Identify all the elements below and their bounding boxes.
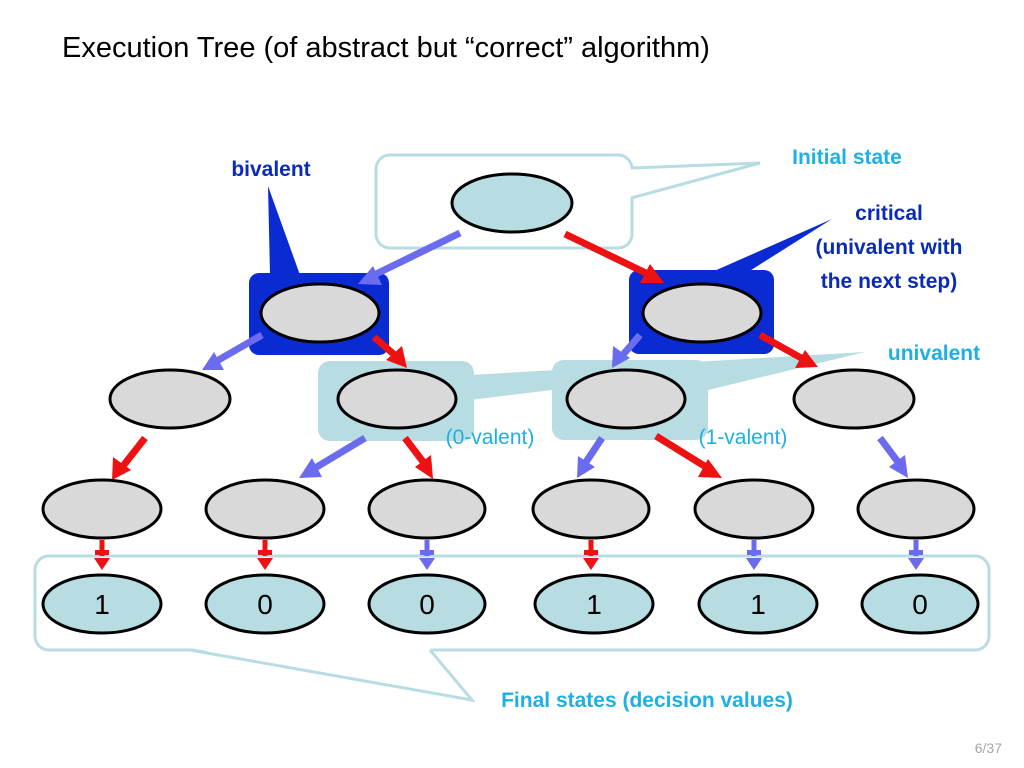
tree-node bbox=[531, 478, 651, 540]
page-number: 6/37 bbox=[974, 740, 1002, 756]
tree-node bbox=[856, 478, 976, 540]
leaf-node bbox=[533, 573, 655, 635]
edge-blue bbox=[583, 436, 605, 464]
diagram-labels: Initial state bivalent critical (univale… bbox=[231, 146, 980, 712]
short-edge-blue bbox=[908, 540, 924, 570]
tree-node bbox=[367, 478, 487, 540]
arrowhead-red bbox=[112, 457, 131, 480]
final-state-leaves: 1 0 0 1 1 0 bbox=[41, 573, 980, 635]
slide-title: Execution Tree (of abstract but “correct… bbox=[62, 32, 710, 64]
edge-red bbox=[371, 334, 400, 360]
leaf-node bbox=[204, 573, 326, 635]
critical-label-line2: (univalent with bbox=[816, 236, 963, 259]
short-edge-blue bbox=[746, 540, 762, 570]
short-edge-red bbox=[94, 540, 110, 570]
bivalent-node bbox=[259, 282, 381, 344]
arrowhead-red bbox=[698, 459, 722, 478]
edge-blue bbox=[313, 434, 367, 472]
leaf-node bbox=[860, 573, 980, 635]
critical-label-line1: critical bbox=[855, 202, 923, 225]
arrowhead-blue bbox=[299, 458, 322, 478]
leaf-value: 0 bbox=[912, 589, 928, 620]
short-edge-red bbox=[257, 540, 273, 570]
leaf-value: 1 bbox=[94, 589, 110, 620]
tree-nodes bbox=[41, 172, 976, 540]
arrowhead-blue bbox=[577, 456, 595, 478]
final-states-label: Final states (decision values) bbox=[501, 689, 793, 712]
tree-node bbox=[565, 368, 687, 430]
edge-blue bbox=[618, 332, 643, 360]
tree-node bbox=[204, 478, 326, 540]
critical-node bbox=[641, 282, 763, 344]
edge-red bbox=[563, 230, 650, 278]
leaf-node bbox=[697, 573, 819, 635]
tree-node bbox=[41, 478, 163, 540]
zero-valent-label: (0-valent) bbox=[446, 426, 535, 449]
edge-red bbox=[402, 435, 427, 466]
edge-red bbox=[654, 433, 708, 470]
leaf-node bbox=[41, 573, 163, 635]
short-edge-blue bbox=[419, 540, 435, 570]
arrowhead-red bbox=[640, 264, 664, 283]
final-states-callout bbox=[33, 554, 991, 703]
leaf-value: 0 bbox=[419, 589, 435, 620]
arrowhead-blue bbox=[358, 266, 382, 285]
critical-label-line3: the next step) bbox=[821, 270, 958, 293]
initial-state-callout bbox=[374, 153, 761, 250]
tree-node bbox=[108, 368, 232, 430]
leaf-node bbox=[367, 573, 487, 635]
root-node bbox=[450, 172, 574, 234]
arrowhead-blue bbox=[202, 352, 224, 370]
arrowhead-blue bbox=[612, 346, 630, 368]
leaf-value: 0 bbox=[257, 589, 273, 620]
one-valent-label: (1-valent) bbox=[699, 426, 788, 449]
edge-red bbox=[758, 331, 805, 363]
arrowhead-red bbox=[386, 346, 407, 368]
edge-blue bbox=[213, 331, 264, 366]
short-edge-red bbox=[583, 540, 599, 570]
edge-red bbox=[120, 435, 148, 469]
arrowhead-red bbox=[415, 455, 433, 479]
leaf-value: 1 bbox=[586, 589, 602, 620]
tree-edges bbox=[94, 229, 924, 570]
edge-blue bbox=[877, 435, 901, 465]
univalent-label: univalent bbox=[888, 342, 980, 365]
edge-blue bbox=[370, 229, 462, 280]
tree-node bbox=[336, 368, 458, 430]
bivalent-label: bivalent bbox=[231, 158, 310, 181]
leaf-value: 1 bbox=[750, 589, 766, 620]
arrowhead-red bbox=[795, 350, 818, 368]
tree-node bbox=[693, 478, 815, 540]
tree-node bbox=[792, 368, 916, 430]
arrowhead-blue bbox=[889, 455, 908, 478]
initial-state-label: Initial state bbox=[792, 146, 902, 169]
